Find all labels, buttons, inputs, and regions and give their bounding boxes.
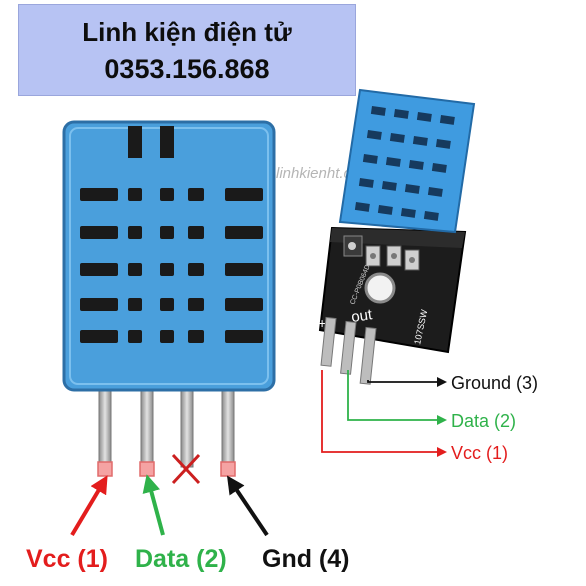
nc-pin-cross-icon [171,453,201,485]
dht11-sensor [62,120,276,485]
sensor-body [62,120,276,392]
sensor-pads [97,461,236,477]
mounting-hole-icon [364,272,396,304]
sensor-grille [80,188,263,343]
shop-name: Linh kiện điện tử [82,17,292,47]
sensor-legs [98,384,235,468]
module-data-label: Data (2) [451,411,516,431]
module-header-pins [320,316,377,385]
module-out-label: out [350,306,374,326]
ground-line [367,377,447,387]
sensor-data-label: Data (2) [135,545,227,573]
module-ground-label: Ground (3) [451,373,538,393]
module-vcc-label: Vcc (1) [451,443,508,463]
shop-banner: Linh kiện điện tử 0353.156.868 [18,4,356,96]
shop-phone: 0353.156.868 [104,54,270,84]
vcc-line [321,370,447,457]
sensor-vcc-label: Vcc (1) [26,545,108,573]
vcc-arrow [70,475,108,537]
data-line [347,370,447,425]
dht11-module: + out 107SSW CC-P0B064D [318,88,476,385]
sensor-pin-arrows [70,474,269,537]
module-pin-lines [321,370,447,457]
data-arrow [142,474,165,536]
sensor-gnd-label: Gnd (4) [262,545,350,573]
gnd-arrow [226,475,269,537]
module-plus-label: + [318,315,326,331]
